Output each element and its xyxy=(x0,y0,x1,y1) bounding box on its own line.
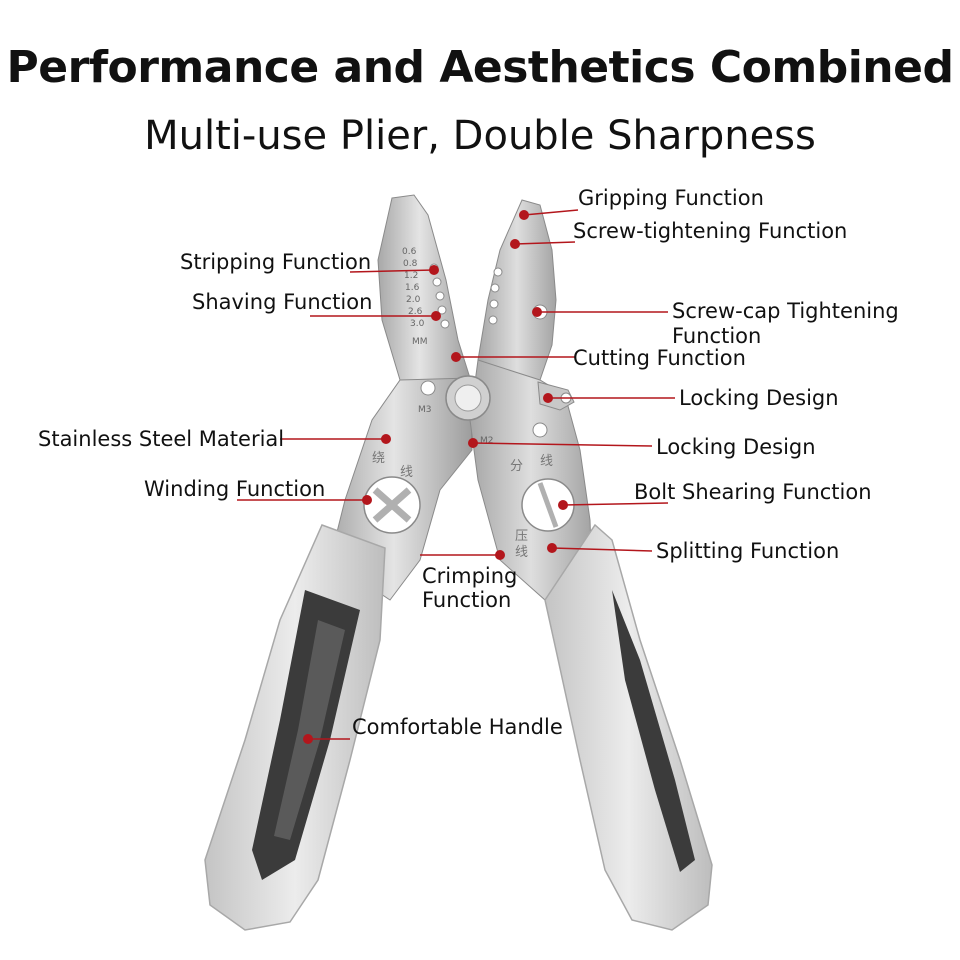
gauge-mark: MM xyxy=(412,337,428,347)
callout-dot xyxy=(381,434,391,444)
right-handle xyxy=(544,523,713,931)
callout-crimping-line2: Function xyxy=(422,588,512,612)
page-subtitle: Multi-use Plier, Double Sharpness xyxy=(144,113,816,159)
right-char: 线 xyxy=(515,545,528,560)
callout-dot xyxy=(532,307,542,317)
right-arm-steel xyxy=(469,359,593,601)
gauge-mark: 2.0 xyxy=(406,295,421,305)
left-jaw xyxy=(377,194,471,396)
callout-locking-design-2: Locking Design xyxy=(656,435,816,459)
left-char: 线 xyxy=(400,465,413,480)
callout-screw-cap-line2: Function xyxy=(672,324,762,348)
callout-dot xyxy=(429,265,439,275)
callout-shaving: Shaving Function xyxy=(192,290,373,314)
callout-dot xyxy=(558,500,568,510)
callout-dot xyxy=(303,734,313,744)
callout-dot xyxy=(519,210,529,220)
callout-dot xyxy=(547,543,557,553)
gauge-mark: 3.0 xyxy=(410,319,425,329)
gauge-mark: 0.8 xyxy=(403,259,418,269)
right-char: 分 xyxy=(510,459,523,474)
jaw-gauge-marks: 0.6 0.8 1.2 1.6 2.0 2.6 3.0 MM M3 M2 xyxy=(402,247,494,446)
page-title: Performance and Aesthetics Combined xyxy=(6,42,954,93)
callout-dot xyxy=(510,239,520,249)
right-jaw xyxy=(477,199,557,391)
gauge-mark: 0.6 xyxy=(402,247,417,257)
right-char: 线 xyxy=(540,454,553,469)
callout-dots xyxy=(303,210,568,744)
gauge-mark: 1.2 xyxy=(404,271,418,281)
callout-dot xyxy=(362,495,372,505)
callout-dot xyxy=(468,438,478,448)
callout-dot xyxy=(495,550,505,560)
left-stamp: M3 xyxy=(418,405,432,415)
callout-screw-cap-line1: Screw-cap Tightening xyxy=(672,299,899,323)
callout-dot xyxy=(431,311,441,321)
left-char: 绕 xyxy=(372,451,385,466)
callout-locking-design-1: Locking Design xyxy=(679,386,839,410)
callout-comfortable-handle: Comfortable Handle xyxy=(352,715,563,739)
blade-characters: 绕 线 分 线 压 线 xyxy=(372,451,553,560)
callout-dot xyxy=(543,393,553,403)
gauge-mark: 1.6 xyxy=(405,283,420,293)
callout-gripping: Gripping Function xyxy=(578,186,764,210)
callout-splitting: Splitting Function xyxy=(656,539,840,563)
callout-screw-tightening: Screw-tightening Function xyxy=(573,219,848,243)
callout-winding: Winding Function xyxy=(144,477,326,501)
right-stamp: M2 xyxy=(480,436,494,446)
callout-dot xyxy=(451,352,461,362)
pivot-rivet xyxy=(445,375,491,421)
callout-lines xyxy=(237,209,675,740)
gauge-mark: 2.6 xyxy=(408,307,423,317)
callout-stainless-steel: Stainless Steel Material xyxy=(38,427,285,451)
callout-cutting: Cutting Function xyxy=(573,346,746,370)
right-char: 压 xyxy=(515,529,528,544)
callout-stripping: Stripping Function xyxy=(180,250,372,274)
callout-crimping-line1: Crimping xyxy=(422,564,518,588)
callout-bolt-shearing: Bolt Shearing Function xyxy=(634,480,872,504)
